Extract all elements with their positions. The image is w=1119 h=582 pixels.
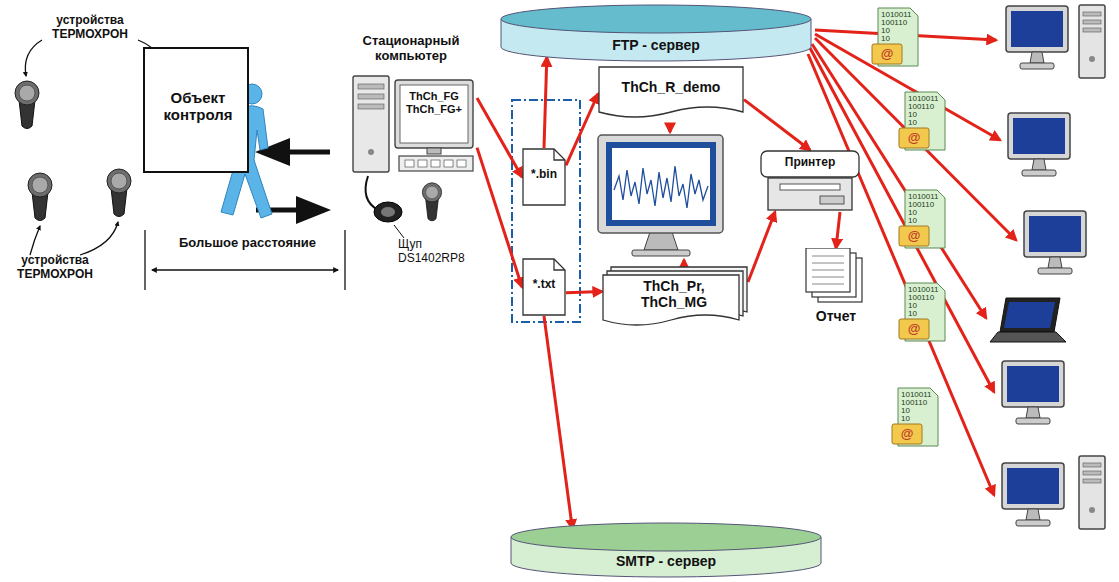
smtp-server: SMTP - сервер	[510, 522, 822, 578]
report-stack: Отчет	[800, 248, 872, 330]
node-label: Принтер	[766, 156, 854, 170]
device-caption: устройства ТЕРМОХРОН	[5, 254, 105, 282]
flow-arrow	[544, 316, 572, 529]
file-icon: *.txt	[522, 258, 566, 316]
desktop-computer: Стационарный компьютерThCh_FG ThCh_FG+	[345, 34, 477, 176]
email-sign: @	[899, 227, 929, 245]
distance-label: Большое расстояние	[150, 236, 345, 251]
flow-arrow	[544, 57, 547, 148]
printer: Принтер	[760, 150, 860, 212]
node-label: Объект контроля	[149, 89, 247, 124]
node-label: ThCh_Pr, ThCh_MG	[624, 278, 724, 310]
node-label: *.txt	[522, 278, 566, 292]
device-caption: устройства ТЕРМОХРОН	[40, 14, 140, 42]
ftp-server: FTP - сервер	[500, 4, 812, 62]
node-label: Отчет	[800, 308, 872, 324]
binary-data: 1010011 100110 10 10	[908, 286, 942, 318]
binary-data: 1010011 100110 10 10	[908, 193, 942, 225]
ftp-server-outline	[500, 4, 812, 62]
node-label: FTP - сервер	[500, 37, 812, 53]
flow-arrow	[748, 212, 775, 282]
screen-text: ThCh_FG ThCh_FG+	[401, 90, 467, 115]
node-label: *.bin	[522, 168, 566, 182]
email-sign: @	[872, 45, 902, 63]
file-icon: *.bin	[522, 148, 566, 206]
flow-arrow	[477, 148, 522, 287]
binary-data: 1010011 100110 10 10	[881, 11, 915, 43]
smtp-server-outline	[510, 522, 822, 578]
flow-arrow	[744, 100, 810, 150]
program-document: ThCh_R_demo	[598, 66, 744, 122]
binary-data: 1010011 100110 10 10	[908, 95, 942, 127]
flow-arrow	[566, 94, 598, 165]
flow-arrow	[836, 212, 840, 248]
program-document: ThCh_Pr, ThCh_MG	[602, 266, 748, 330]
email-sign: @	[899, 129, 929, 147]
control-object-box: Объект контроля	[143, 47, 249, 173]
flow-arrow	[566, 292, 602, 293]
node-label: Стационарный компьютер	[345, 34, 477, 64]
probe-label: Щуп DS1402RP8	[398, 238, 472, 266]
email-sign: @	[899, 320, 929, 338]
email-sign: @	[892, 425, 922, 443]
binary-data: 1010011 100110 10 10	[901, 391, 935, 423]
node-label: SMTP - сервер	[510, 553, 822, 569]
node-label: ThCh_R_demo	[602, 79, 740, 95]
